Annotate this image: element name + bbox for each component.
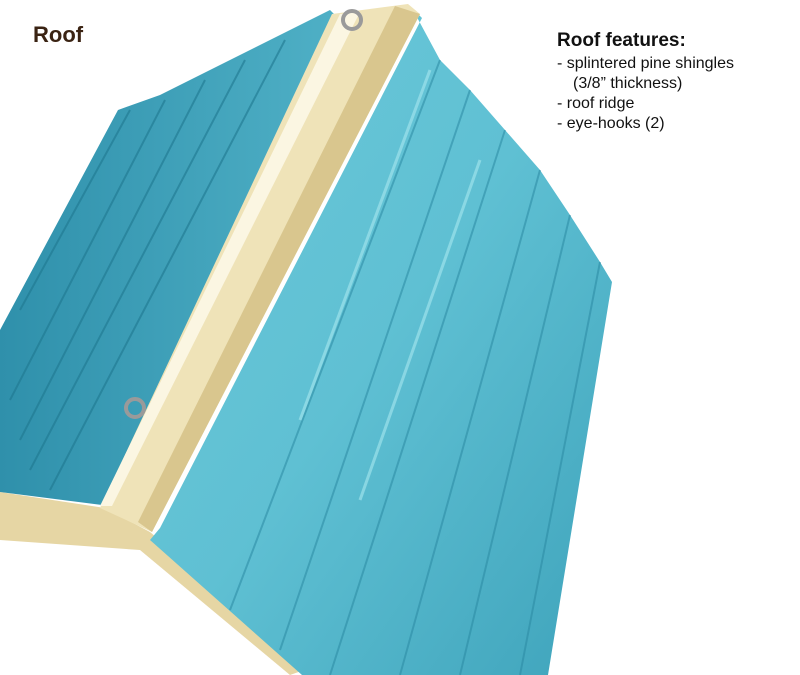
eye-hook-icon xyxy=(341,9,363,31)
page-title: Roof xyxy=(33,22,84,47)
features-heading: Roof features: xyxy=(557,30,686,51)
eye-hook-icon xyxy=(124,397,146,419)
bottom-wood-edge xyxy=(0,492,310,675)
left-shingle-panel xyxy=(0,10,338,505)
roof-ridge-board xyxy=(100,4,420,532)
roof-features: Roof features: - splintered pine shingle… xyxy=(557,30,734,134)
feature-item: - roof ridge xyxy=(557,95,635,112)
right-shingle-panel xyxy=(150,8,612,675)
feature-item: - eye-hooks (2) xyxy=(557,115,665,132)
feature-item-detail: (3/8” thickness) xyxy=(573,75,683,92)
feature-item: - splintered pine shingles xyxy=(557,55,734,72)
